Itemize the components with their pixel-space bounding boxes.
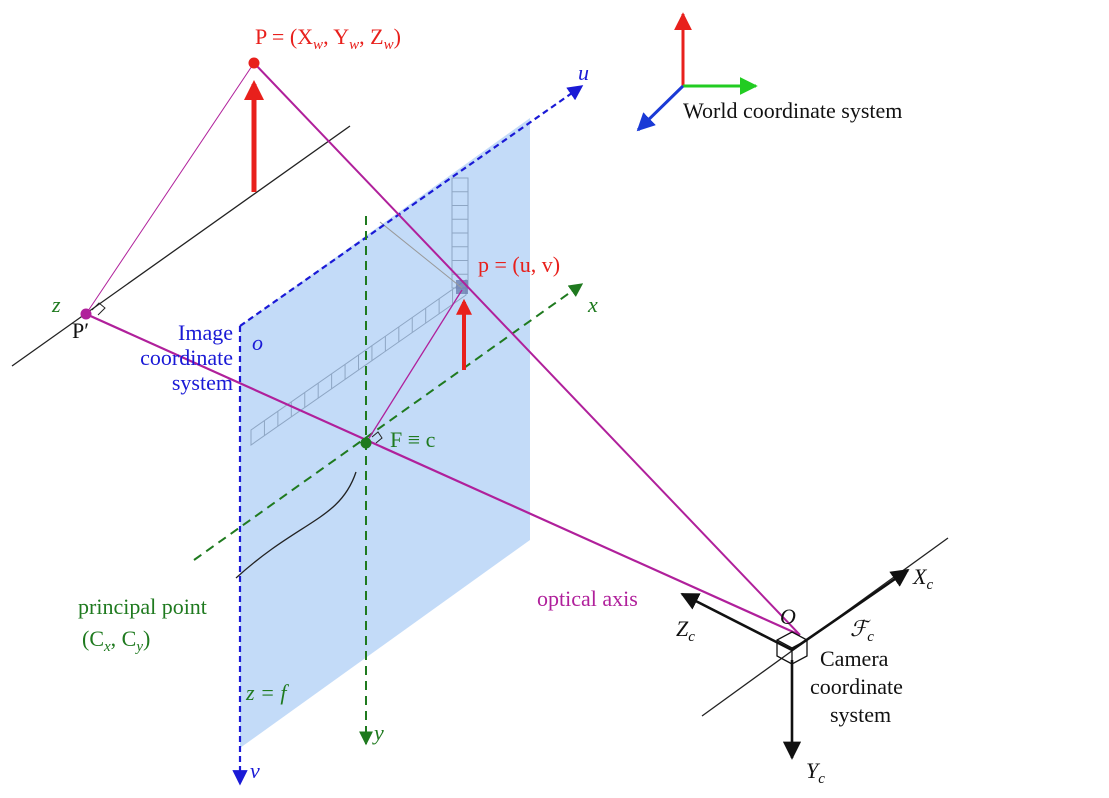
- world-cs-label: World coordinate system: [683, 98, 902, 123]
- image-point-label: p = (u, v): [478, 252, 560, 277]
- x-axis: [193, 283, 584, 561]
- Xc-label: Xc: [912, 564, 933, 593]
- pixel-grid: [250, 177, 469, 446]
- v-axis-label: v: [250, 758, 260, 783]
- p-prime-label: P′: [72, 318, 89, 343]
- world-point-label: P = (Xw, Yw, Zw): [255, 24, 401, 53]
- image-plane: [240, 118, 530, 748]
- image-cs-label-line3: system: [172, 370, 233, 395]
- x-axis-label: x: [587, 292, 598, 317]
- camera-cs-label-line1: Camera: [820, 646, 889, 671]
- principal-point-coords: (Cx, Cy): [82, 626, 150, 655]
- world-point-dot: [248, 57, 260, 69]
- right-angle-marker-pprime: [91, 302, 106, 316]
- focal-point-label: F ≡ c: [390, 427, 436, 452]
- optical-axis-label: optical axis: [537, 586, 638, 611]
- projection-rays: [85, 62, 801, 637]
- world-z-line: [11, 125, 351, 367]
- y-axis-label: y: [372, 720, 384, 745]
- camera-frame-label: ℱc: [850, 616, 874, 645]
- Zc-label: Zc: [676, 616, 695, 645]
- image-cs-label-line2: coordinate: [140, 345, 233, 370]
- Yc-label: Yc: [806, 758, 825, 787]
- camera-cs-label-line3: system: [830, 702, 891, 727]
- camera-axes: [680, 568, 910, 760]
- camera-origin-label: O: [780, 604, 796, 629]
- origin-o-label: o: [252, 330, 263, 355]
- right-angle-marker-f: [371, 431, 383, 444]
- image-cs-label-line1: Image: [178, 320, 233, 345]
- camera-center-cube-edges: [776, 639, 808, 664]
- principal-point-pointer: [235, 471, 357, 579]
- camera-cs-label-line2: coordinate: [810, 674, 903, 699]
- z-eq-f-label: z = f: [245, 680, 289, 705]
- plane-line-2: [379, 221, 463, 289]
- u-axis-label: u: [578, 60, 589, 85]
- focal-point-dot: [360, 437, 372, 449]
- world-axes-icon: [636, 12, 758, 132]
- p-prime-dot: [80, 308, 92, 320]
- principal-point-label: principal point: [78, 594, 207, 619]
- z-axis-label: z: [51, 292, 61, 317]
